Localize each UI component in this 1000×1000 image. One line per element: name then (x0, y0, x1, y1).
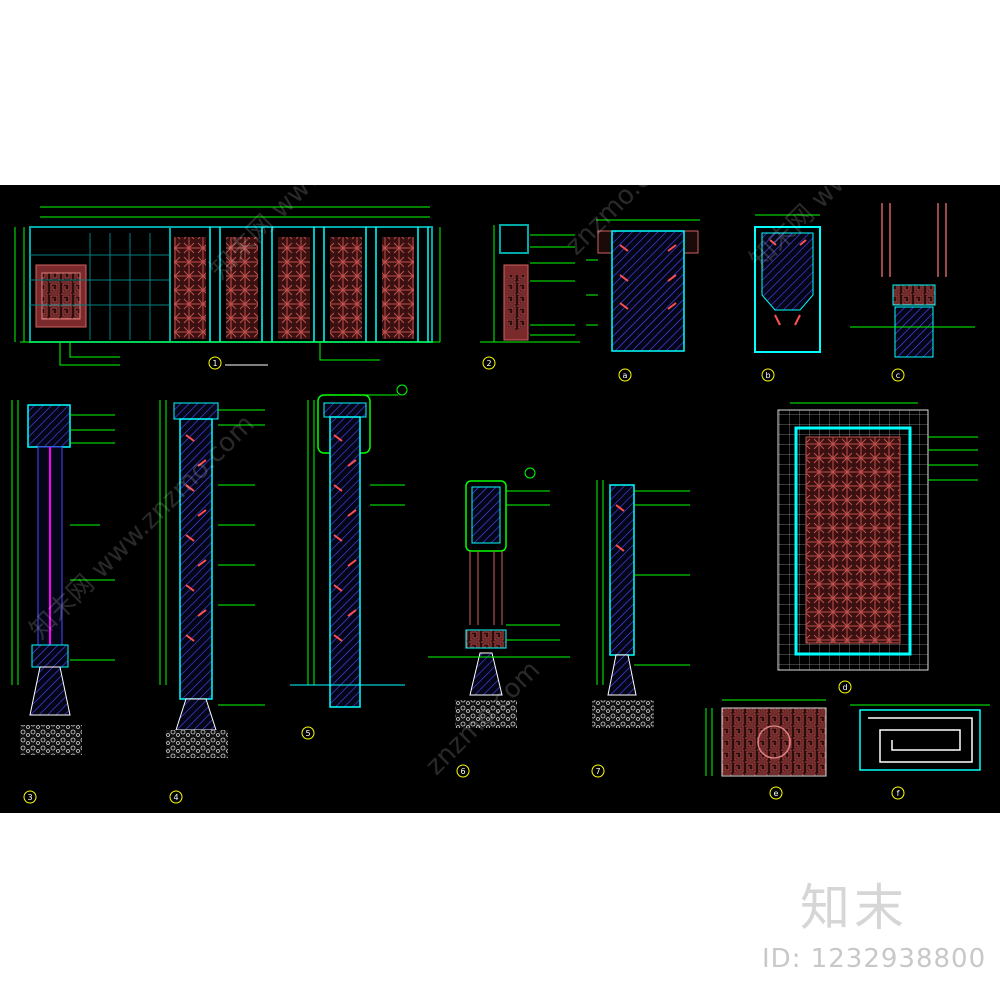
column-section-3: 3 (11, 400, 115, 804)
watermark-logo: 知末 (800, 879, 908, 937)
cad-drawing-sheet: 1 2 a b c (0, 185, 1000, 813)
column-section-5: 5 (290, 384, 408, 740)
detail-number: 1 (212, 359, 217, 368)
detail-number: 5 (305, 729, 310, 738)
detail-letter: d (842, 683, 847, 692)
column-section-4: 4 (159, 400, 265, 804)
fret-detail-f: f (850, 704, 990, 800)
elevation-2: 2 (480, 224, 580, 370)
detail-number: 6 (460, 767, 465, 776)
detail-number: 2 (486, 359, 491, 368)
watermark-id: ID: 1232938800 (762, 944, 987, 974)
detail-number: 3 (27, 793, 32, 802)
detail-letter: a (623, 371, 628, 380)
lattice-detail-e: e (705, 699, 827, 800)
column-section-6: 6 (428, 467, 570, 778)
detail-number: 7 (595, 767, 600, 776)
detail-number: 4 (173, 793, 178, 802)
elevation-1: 1 (14, 206, 441, 370)
column-section-7: 7 (591, 480, 690, 778)
detail-letter: c (896, 371, 900, 380)
detail-letter: b (765, 371, 770, 380)
section-c: c (850, 203, 975, 382)
detail-letter: e (774, 789, 779, 798)
detail-letter: f (897, 789, 900, 798)
section-a: a (586, 219, 700, 382)
section-b: b (754, 214, 821, 382)
lattice-panel-d: d (777, 402, 978, 694)
